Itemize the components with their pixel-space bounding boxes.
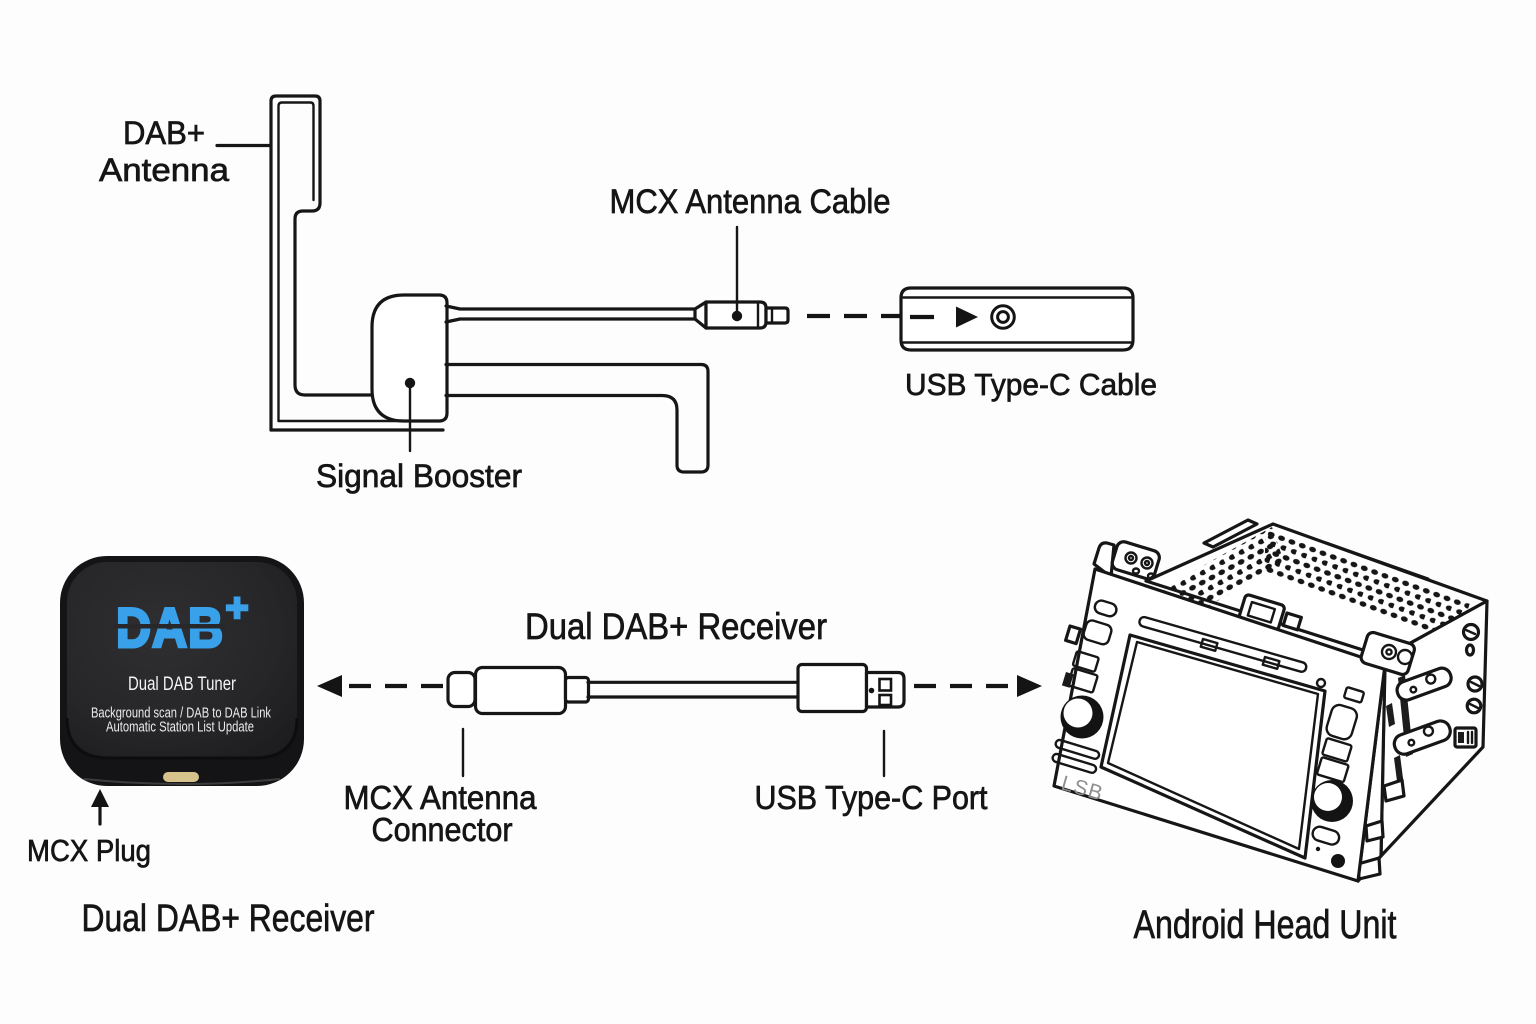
svg-text:MCX Plug: MCX Plug [27, 833, 151, 868]
svg-text:Dual DAB+ Receiver: Dual DAB+ Receiver [525, 605, 827, 647]
svg-text:Signal Booster: Signal Booster [316, 458, 522, 494]
svg-text:Connector: Connector [372, 812, 513, 849]
svg-text:Automatic Station List Update: Automatic Station List Update [106, 719, 254, 736]
svg-text:DAB+: DAB+ [123, 115, 205, 151]
svg-text:+: + [225, 586, 248, 630]
svg-text:USB Type-C Cable: USB Type-C Cable [905, 367, 1157, 402]
svg-text:MCX Antenna Cable: MCX Antenna Cable [610, 183, 891, 221]
svg-text:MCX Antenna: MCX Antenna [344, 780, 537, 817]
svg-text:USB Type-C Port: USB Type-C Port [755, 780, 989, 817]
svg-text:Background scan / DAB to DAB L: Background scan / DAB to DAB Link [91, 705, 271, 722]
svg-text:Android Head Unit: Android Head Unit [1134, 903, 1397, 947]
svg-text:Dual DAB+ Receiver: Dual DAB+ Receiver [82, 898, 375, 940]
svg-text:Dual DAB Tuner: Dual DAB Tuner [128, 674, 237, 695]
svg-text:Antenna: Antenna [99, 152, 229, 188]
